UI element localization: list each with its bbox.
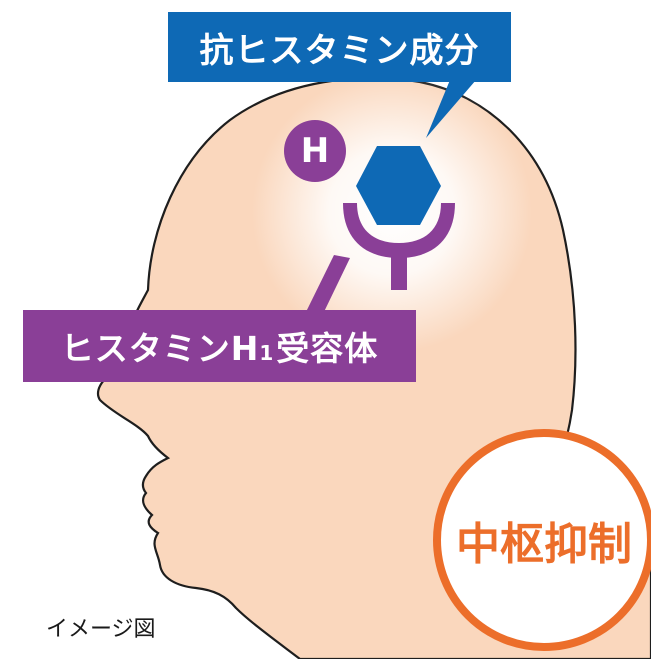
receptor-label-suffix: 受容体 bbox=[276, 329, 379, 368]
hexagon-icon bbox=[356, 146, 441, 225]
central-suppression-label: 中枢抑制 bbox=[456, 519, 632, 570]
receptor-label-prefix: ヒスタミンH bbox=[60, 329, 260, 368]
y-receptor-icon bbox=[343, 203, 455, 290]
central-suppression-circle: 中枢抑制 bbox=[433, 429, 651, 651]
receptor-pointer bbox=[304, 255, 350, 316]
antihistamine-pointer bbox=[426, 80, 476, 138]
image-caption: イメージ図 bbox=[46, 617, 156, 642]
h-circle-icon bbox=[284, 120, 346, 182]
antihistamine-label: 抗ヒスタミン成分 bbox=[199, 30, 480, 71]
antihistamine-box bbox=[168, 12, 511, 82]
receptor-box bbox=[23, 310, 416, 382]
histamine-badge-label: H bbox=[300, 131, 330, 171]
receptor-label-subscript: 1 bbox=[259, 341, 275, 365]
